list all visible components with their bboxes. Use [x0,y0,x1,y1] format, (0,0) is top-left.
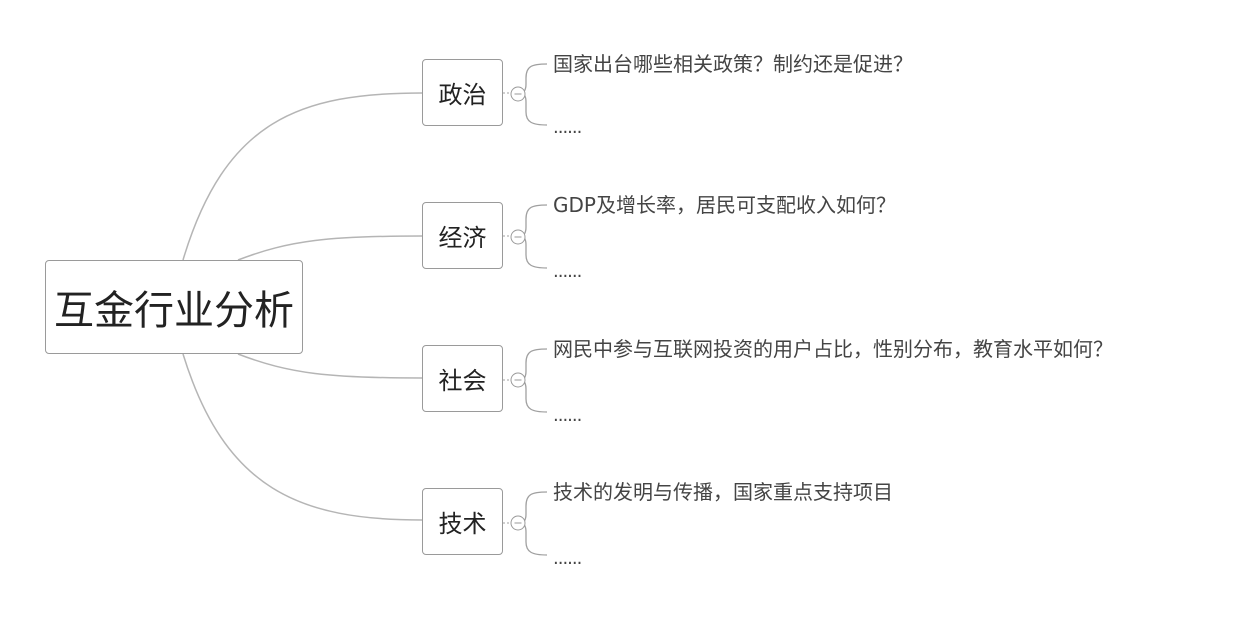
subtopic-politics-2[interactable]: ...... [553,117,582,138]
subtopic-society-1[interactable]: 网民中参与互联网投资的用户占比，性别分布，教育水平如何？ [553,337,1113,361]
root-topic-label: 互金行业分析 [54,288,294,334]
collapse-minus-icon[interactable] [510,86,526,102]
connector-root-to-economy [237,235,423,261]
topic-society-label: 社会 [438,367,487,395]
topic-society[interactable]: 社会 [422,345,503,412]
topic-economy[interactable]: 经济 [422,202,503,269]
subtopic-politics-1[interactable]: 国家出台哪些相关政策？制约还是促进？ [553,52,913,76]
subtopic-economy-2[interactable]: ...... [553,261,582,282]
topic-politics-label: 政治 [438,81,487,109]
connector-root-to-technology [182,353,423,521]
subtopic-technology-2[interactable]: ...... [553,548,582,569]
topic-technology-label: 技术 [438,510,487,538]
topic-politics[interactable]: 政治 [422,59,503,126]
subtopic-society-2[interactable]: ...... [553,405,582,426]
connector-root-to-politics [182,92,423,261]
connector-root-to-society [237,353,423,379]
subtopic-technology-1[interactable]: 技术的发明与传播，国家重点支持项目 [553,480,893,504]
collapse-minus-icon[interactable] [510,229,526,245]
root-topic[interactable]: 互金行业分析 [45,260,303,354]
topic-technology[interactable]: 技术 [422,488,503,555]
collapse-minus-icon[interactable] [510,515,526,531]
collapse-minus-icon[interactable] [510,372,526,388]
topic-economy-label: 经济 [438,224,487,252]
subtopic-economy-1[interactable]: GDP及增长率，居民可支配收入如何？ [553,193,896,217]
